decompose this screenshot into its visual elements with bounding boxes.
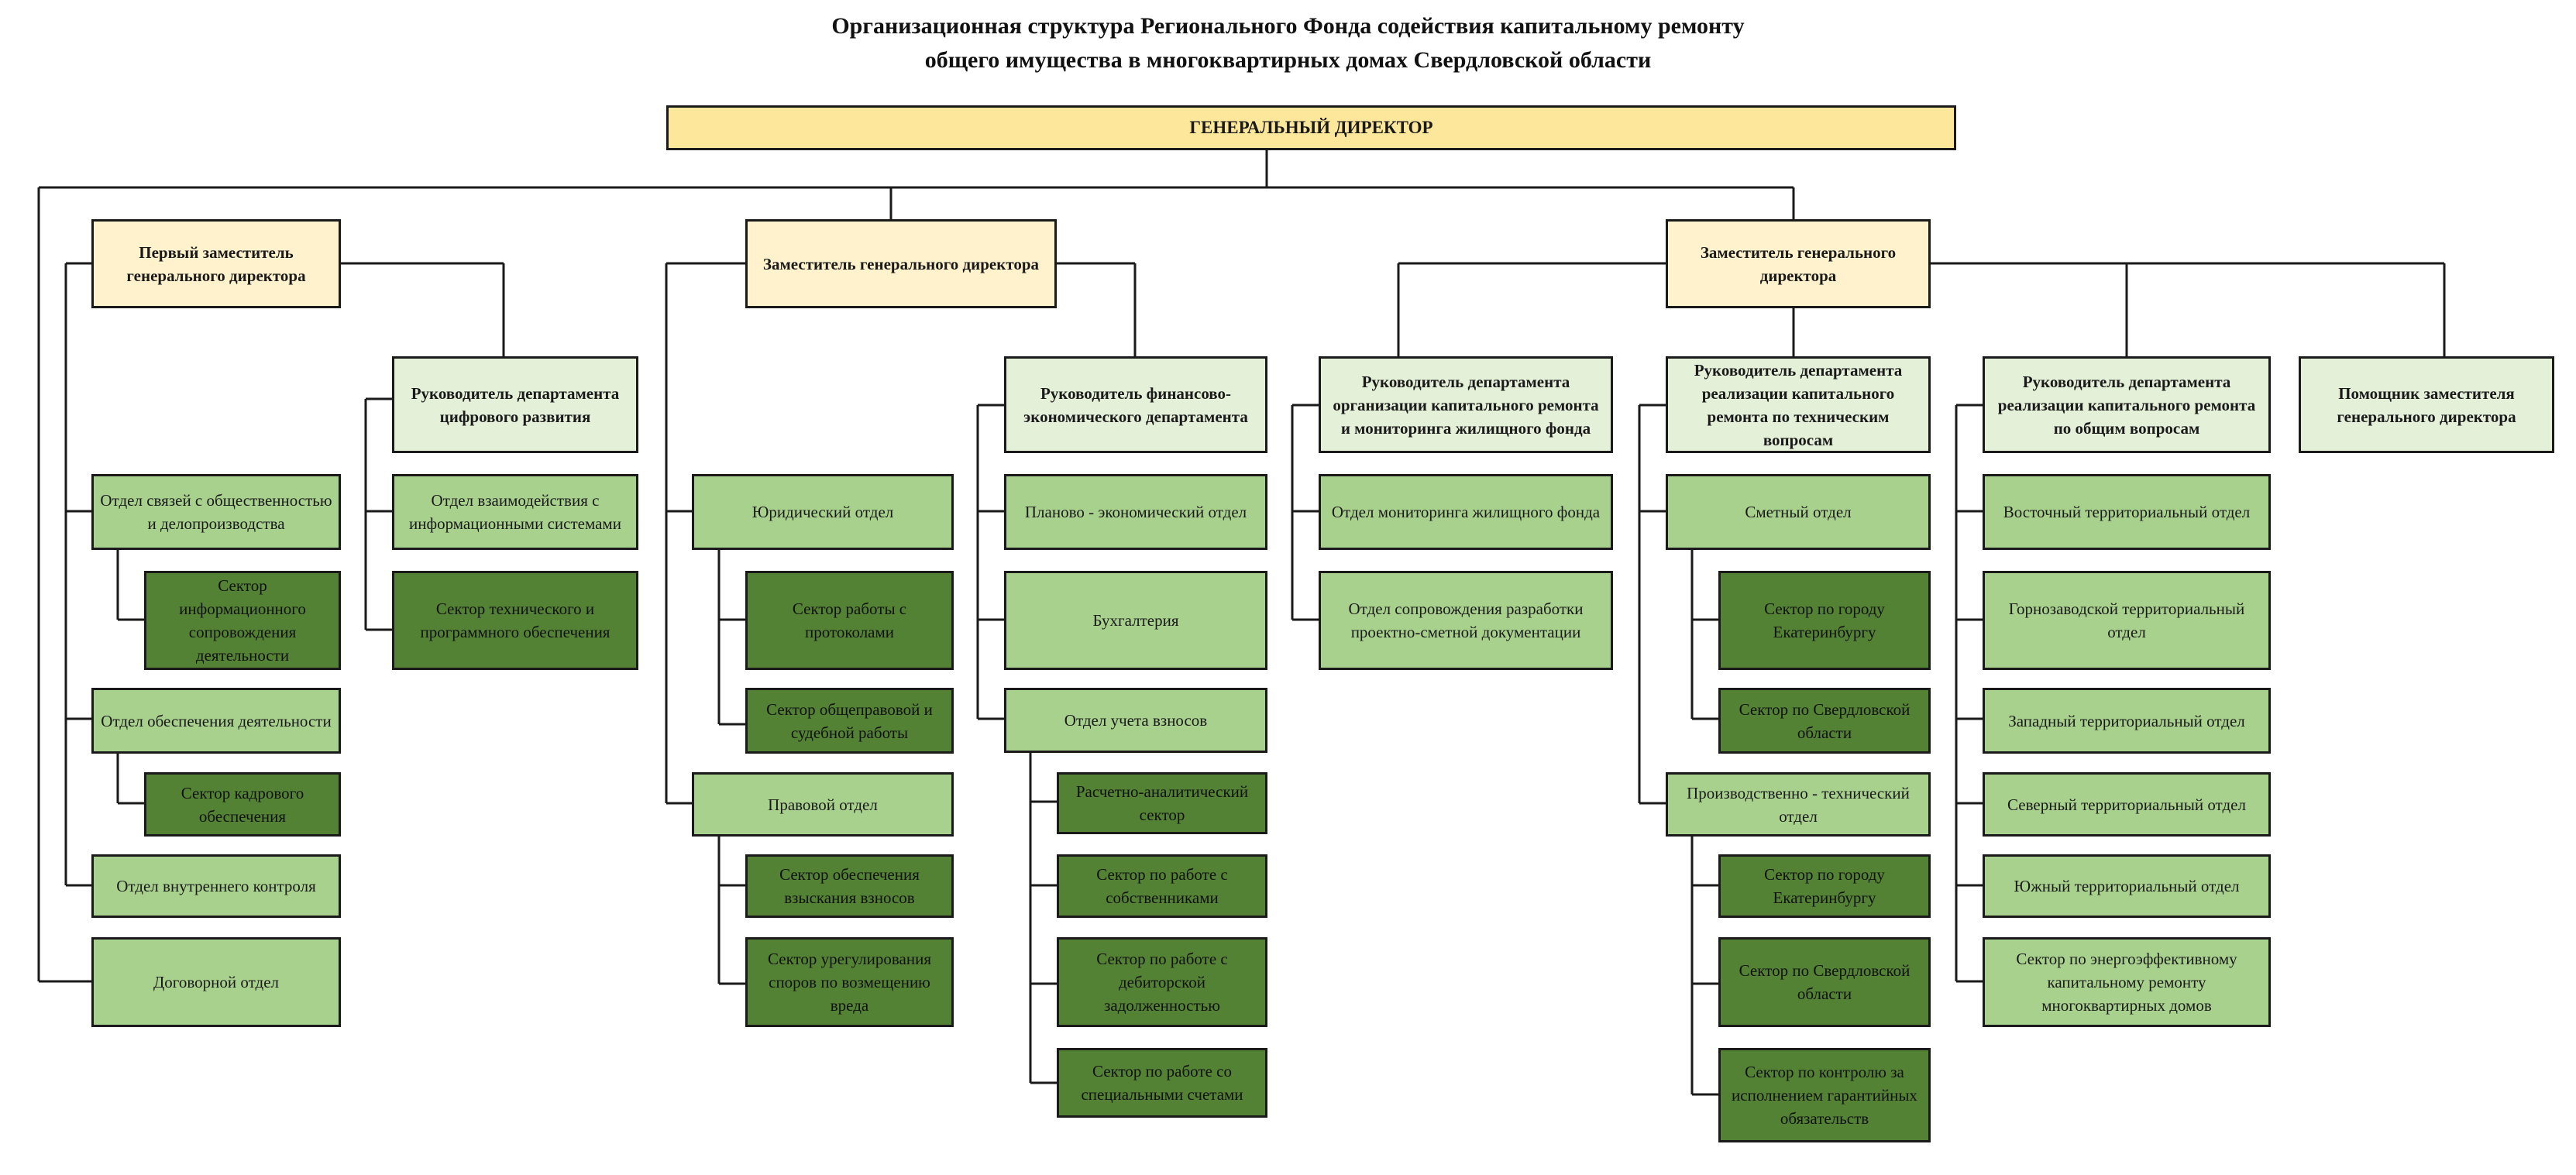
estimate-region-sector-box: Сектор по Свердловской области	[1718, 688, 1931, 754]
legal-dept-box: Юридический отдел	[692, 474, 954, 550]
north-dept-box: Северный территориальный отдел	[1983, 772, 2271, 837]
assistant-box: Помощник заместителя генерального директ…	[2299, 356, 2554, 453]
first-deputy-box: Первый заместитель генерального директор…	[91, 219, 341, 308]
accounting-box: Бухгалтерия	[1004, 571, 1267, 670]
deputy-2-box: Заместитель генерального директора	[745, 219, 1057, 308]
fee-collection-sector-box: Сектор обеспечения взыскания взносов	[745, 854, 954, 918]
tech-software-sector-box: Сектор технического и программного обесп…	[392, 571, 638, 670]
general-director-box: ГЕНЕРАЛЬНЫЙ ДИРЕКТОР	[666, 105, 1956, 150]
comm-dept-box: Отдел связей с общественностью и делопро…	[91, 474, 341, 550]
south-dept-box: Южный территориальный отдел	[1983, 854, 2271, 918]
tech-repair-head-box: Руководитель департамента реализации кап…	[1666, 356, 1931, 453]
protocols-sector-box: Сектор работы с протоколами	[745, 571, 954, 670]
general-law-sector-box: Сектор общеправовой и судебной работы	[745, 688, 954, 754]
warranty-sector-box: Сектор по контролю за исполнением гарант…	[1718, 1048, 1931, 1142]
finance-head-box: Руководитель финансово-экономического де…	[1004, 356, 1267, 453]
prod-region-sector-box: Сектор по Свердловской области	[1718, 937, 1931, 1027]
title-line-1: Организационная структура Регионального …	[831, 13, 1745, 39]
east-dept-box: Восточный территориальный отдел	[1983, 474, 2271, 550]
special-accounts-sector-box: Сектор по работе со специальными счетами	[1057, 1048, 1267, 1118]
owners-sector-box: Сектор по работе с собственниками	[1057, 854, 1267, 918]
monitoring-head-box: Руководитель департамента организации ка…	[1319, 356, 1613, 453]
contract-dept-box: Договорной отдел	[91, 937, 341, 1027]
design-docs-dept-box: Отдел сопровождения разработки проектно-…	[1319, 571, 1613, 670]
general-repair-head-box: Руководитель департамента реализации кап…	[1983, 356, 2271, 453]
law-dept-box: Правовой отдел	[692, 772, 954, 837]
estimate-dept-box: Сметный отдел	[1666, 474, 1931, 550]
debt-sector-box: Сектор по работе с дебиторской задолженн…	[1057, 937, 1267, 1027]
production-dept-box: Производственно - технический отдел	[1666, 772, 1931, 837]
hr-sector-box: Сектор кадрового обеспечения	[144, 772, 341, 837]
deputy-3-box: Заместитель генерального директора	[1666, 219, 1931, 308]
gornozavodsk-dept-box: Горнозаводской территориальный отдел	[1983, 571, 2271, 670]
fee-accounting-dept-box: Отдел учета взносов	[1004, 688, 1267, 753]
info-support-sector-box: Сектор информационного сопровождения дея…	[144, 571, 341, 670]
title-line-2: общего имущества в многоквартирных домах…	[924, 47, 1652, 73]
west-dept-box: Западный территориальный отдел	[1983, 688, 2271, 754]
damage-disputes-sector-box: Сектор урегулирования споров по возмещен…	[745, 937, 954, 1027]
support-dept-box: Отдел обеспечения деятельности	[91, 688, 341, 754]
info-systems-dept-box: Отдел взаимодействия с информационными с…	[392, 474, 638, 550]
estimate-ekb-sector-box: Сектор по городу Екатеринбургу	[1718, 571, 1931, 670]
prod-ekb-sector-box: Сектор по городу Екатеринбургу	[1718, 854, 1931, 918]
planning-dept-box: Планово - экономический отдел	[1004, 474, 1267, 550]
analytics-sector-box: Расчетно-аналитический сектор	[1057, 772, 1267, 834]
chart-title: Организационная структура Регионального …	[0, 9, 2576, 77]
digital-head-box: Руководитель департамента цифрового разв…	[392, 356, 638, 453]
energy-sector-box: Сектор по энергоэффективному капитальном…	[1983, 937, 2271, 1027]
internal-control-dept-box: Отдел внутреннего контроля	[91, 854, 341, 918]
housing-monitoring-dept-box: Отдел мониторинга жилищного фонда	[1319, 474, 1613, 550]
